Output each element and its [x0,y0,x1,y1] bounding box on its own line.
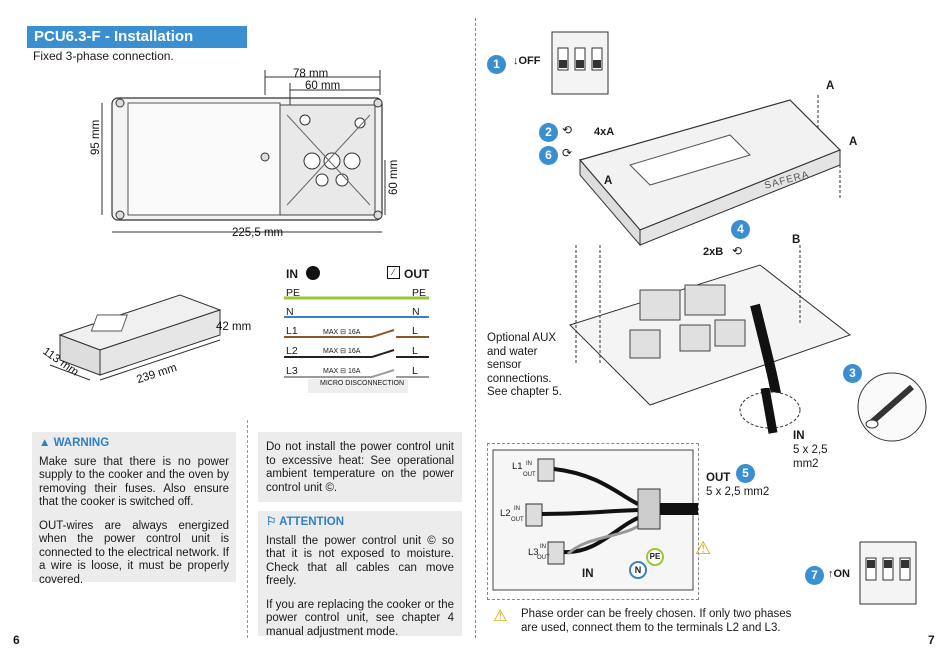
wire-l3-out: L [412,365,418,377]
screw-a-label-2: A [849,136,858,148]
step-4-label: 2xB [703,246,724,258]
micro-disconnection-label: MICRO DISCONNECTION [320,380,404,387]
warning-text-1: Make sure that there is no power supply … [39,455,229,509]
terminal-drawing [492,449,698,591]
page-subtitle: Fixed 3-phase connection. [33,49,174,63]
terminal-l3-out: OUT [537,555,550,561]
screw-icon-4: ⟲ [732,244,743,258]
off-label: ↓OFF [513,55,541,67]
screw-icon-2: ⟲ [562,123,573,137]
screw-b-label: B [792,234,801,246]
out-cable-label: OUT [706,472,731,484]
flag-icon: ⚐ [266,516,280,528]
arrow-up-icon: ↑ [828,568,834,580]
dimension-78: 78 mm [293,68,329,80]
screwdriver-detail [857,372,927,442]
wire-l3-in: L3 [286,365,298,377]
step-1-badge: 1 [487,55,506,74]
terminal-panel: L1 L2 L3 IN OUT IN OUT IN OUT IN N PE [487,443,699,600]
terminal-in-label: IN [582,568,594,580]
in-cable-spec: 5 x 2,5 mm2 [793,444,828,470]
max-label-3: MAX ⊟ 16A [323,368,361,375]
step-2-badge: 2 [539,123,558,142]
dimension-60-top: 60 mm [305,80,341,92]
warning-box: ▲ WARNING Make sure that there is no pow… [32,432,236,586]
warning-title: ▲ WARNING [39,437,110,449]
neutral-badge: N [629,561,647,579]
heat-note-box: Do not install the power control unit to… [258,432,462,502]
page-number-right: 7 [928,633,935,647]
in-dot-icon [306,266,320,280]
arrow-down-icon: ↓ [513,55,519,67]
dimension-225: 225,5 mm [232,227,284,239]
screw-icon-6: ⟳ [562,146,573,160]
attention-title: ⚐ ATTENTION [266,516,345,528]
step-2-label: 4xA [594,126,615,138]
cover-drawing [578,95,842,247]
step-6-badge: 6 [539,146,558,165]
on-label: ↑ON [828,568,850,580]
wire-l1-in: L1 [286,325,298,337]
dimension-95: 95 mm [90,119,102,155]
step-3-badge: 3 [843,364,862,383]
page-number-left: 6 [13,633,20,647]
warning-icon: ▲ [39,437,54,449]
base-drawing [569,245,852,415]
screw-a-label-1: A [826,80,835,92]
max-label-1: MAX ⊟ 16A [323,329,361,336]
terminal-l2-in: IN [514,506,520,512]
wire-n-in: N [286,306,294,318]
warning-text-2: OUT-wires are always energized when the … [39,519,229,586]
in-cable-label: IN [793,430,805,442]
phase-order-note: Phase order can be freely chosen. If onl… [521,608,792,634]
step-4-badge: 4 [731,220,750,239]
optional-note: Optional AUX and water sensor connection… [487,332,562,398]
warning-triangle-icon: ⚠ [695,538,712,558]
cable-hole-drawing [739,388,801,434]
out-symbol-icon: ⁄ [387,266,400,279]
column-divider [247,420,248,638]
terminal-l2-out: OUT [511,517,524,523]
max-label-2: MAX ⊟ 16A [323,348,361,355]
wiring-out-label: OUT [404,267,430,281]
phase-warning-icon: ⚠ [493,608,508,625]
terminal-l2-label: L2 [500,508,511,519]
isometric-unit-drawing [49,294,222,381]
wire-pe-out: PE [412,287,427,299]
attention-box: ⚐ ATTENTION Install the power control un… [258,511,462,638]
attention-text-2: If you are replacing the cooker or the p… [266,598,454,638]
out-cable-spec: 5 x 2,5 mm2 [706,486,770,498]
dimension-42: 42 mm [216,321,252,333]
terminal-l1-label: L1 [512,461,523,472]
dimension-60-side: 60 mm [388,159,400,195]
wiring-in-label: IN [286,267,298,281]
terminal-l3-in: IN [540,544,546,550]
terminal-l3-label: L3 [528,547,539,558]
screw-a-label-3: A [604,175,613,187]
breaker-on-drawing [859,541,917,605]
step-5-badge: 5 [736,464,755,483]
step-7-badge: 7 [805,566,824,585]
wire-n-out: N [412,306,420,318]
page-divider [475,18,476,638]
top-view-drawing [101,70,386,233]
wire-l1-out: L [412,325,418,337]
breaker-off-drawing [551,31,609,95]
wiring-lines [284,296,429,393]
pe-badge: PE [646,548,664,566]
terminal-l1-in: IN [526,461,532,467]
wire-l2-in: L2 [286,345,298,357]
page-title: PCU6.3-F - Installation [27,26,247,48]
wire-l2-out: L [412,345,418,357]
terminal-l1-out: OUT [523,472,536,478]
attention-text-1: Install the power control unit © so that… [266,534,454,588]
wire-pe-in: PE [286,287,301,299]
